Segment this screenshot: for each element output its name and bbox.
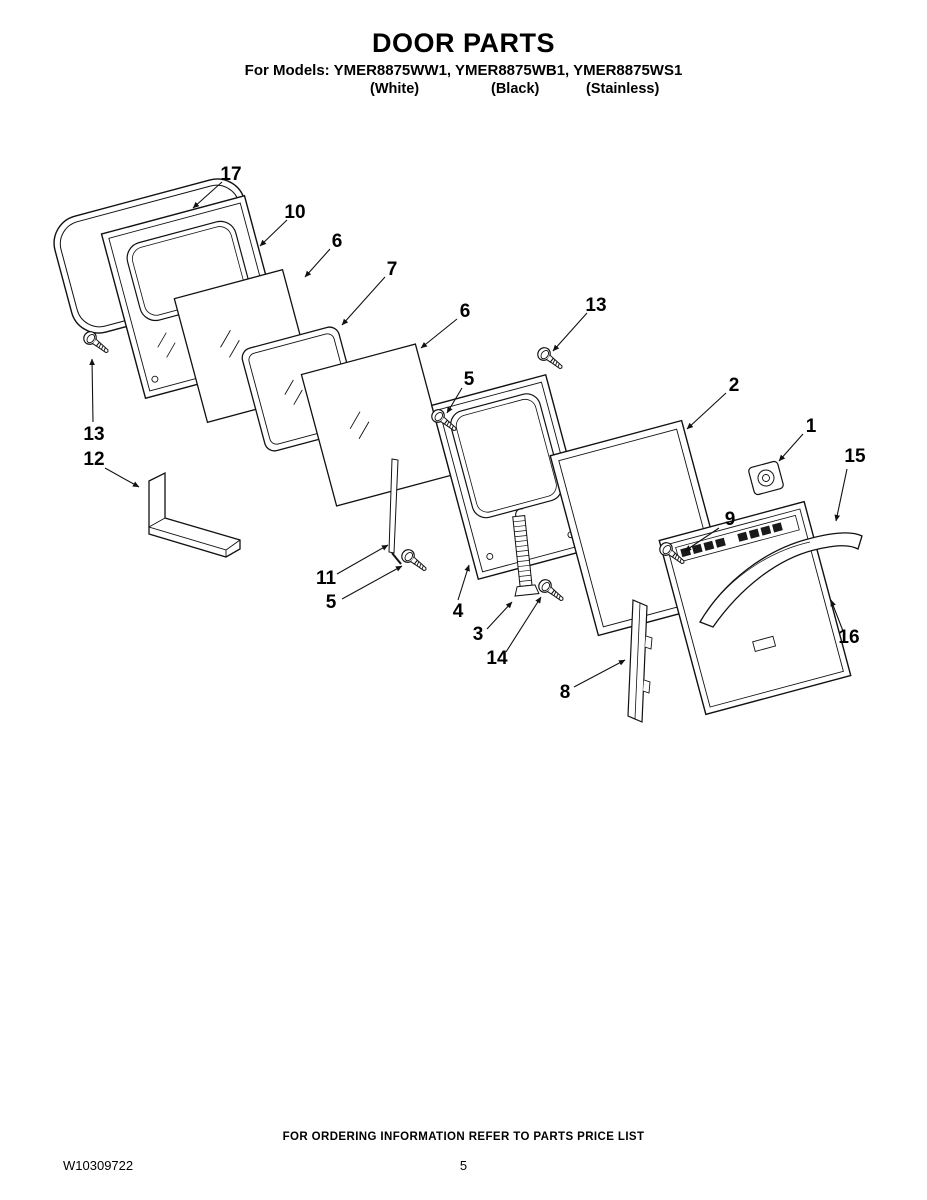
callout-label-1: 1 [806, 416, 817, 437]
screw-5-lower [398, 546, 431, 576]
callout-label-6a: 6 [332, 231, 343, 252]
document-number: W10309722 [63, 1158, 134, 1173]
callout-label-5b: 5 [326, 592, 337, 613]
part-support-rod [388, 458, 402, 565]
callout-label-15: 15 [844, 446, 866, 467]
part-door-handle [699, 532, 863, 628]
part-handle-endcap [748, 460, 784, 496]
part-door-glass-lower [300, 343, 452, 507]
callout-leaders [89, 181, 848, 688]
part-spring-latch [512, 508, 540, 597]
callout-labels: 17 10 6 7 6 13 5 2 1 15 13 12 9 11 5 4 3… [83, 164, 866, 703]
screw-13-right [534, 344, 567, 374]
part-door-frame [430, 373, 594, 581]
page-title: DOOR PARTS [371, 28, 555, 58]
callout-label-8: 8 [560, 682, 571, 703]
part-outer-door-panel [658, 500, 852, 716]
callout-label-11: 11 [316, 568, 337, 589]
callout-label-10: 10 [284, 202, 305, 223]
callout-label-16: 16 [838, 627, 859, 648]
callout-label-12: 12 [83, 449, 104, 470]
callout-label-13a: 13 [83, 424, 104, 445]
screw-14 [535, 576, 568, 606]
finish-stainless-label: (Stainless) [586, 81, 660, 97]
models-line: For Models: YMER8875WW1, YMER8875WB1, YM… [244, 62, 683, 79]
callout-label-6b: 6 [460, 301, 471, 322]
callout-label-14: 14 [486, 648, 508, 669]
callout-label-3: 3 [473, 624, 484, 645]
control-buttons-strip [680, 522, 783, 558]
page-number: 5 [459, 1158, 468, 1173]
callout-label-17: 17 [220, 164, 241, 185]
callout-label-9: 9 [725, 509, 736, 530]
ordering-note: FOR ORDERING INFORMATION REFER TO PARTS … [282, 1131, 645, 1143]
part-side-trim [627, 599, 653, 723]
callout-label-5a: 5 [464, 369, 475, 390]
finish-black-label: (Black) [491, 81, 540, 97]
callout-label-2: 2 [729, 375, 740, 396]
callout-label-4: 4 [453, 601, 464, 622]
callout-label-13b: 13 [585, 295, 606, 316]
finish-white-label: (White) [370, 81, 420, 97]
brand-emblem [752, 635, 777, 652]
callout-label-7: 7 [387, 259, 398, 280]
part-bottom-bracket [148, 471, 241, 558]
